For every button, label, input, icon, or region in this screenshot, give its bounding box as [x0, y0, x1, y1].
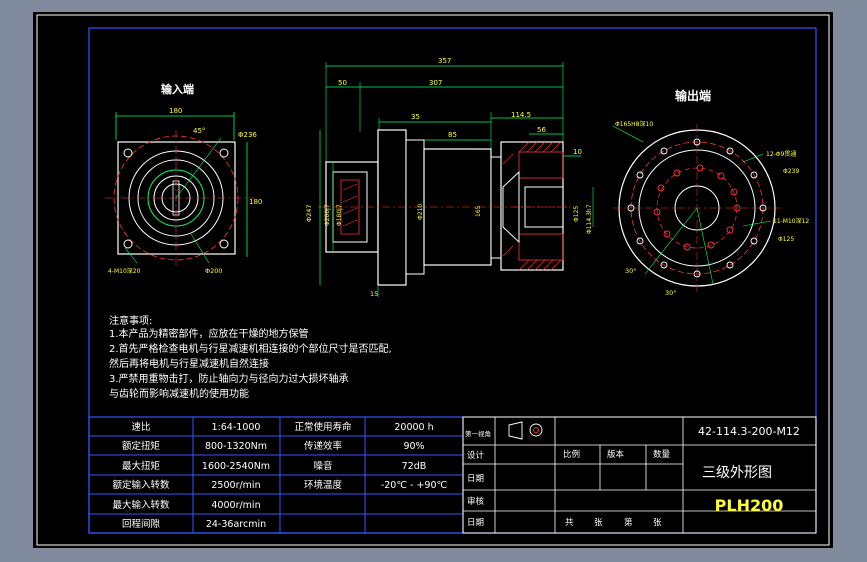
output-outer-dim: Φ165H8深10 [615, 120, 653, 128]
sheet-unit-label: 张 [594, 518, 603, 528]
notes-line: 3.严禁用重物击打，防止轴向力与径向力过大损坏轴承 [109, 372, 349, 385]
side-d2-dim: Φ200j7 [324, 204, 331, 226]
notes-title: 注意事项: [109, 314, 152, 327]
spec-value: 800-1320Nm [205, 441, 267, 452]
spec-value: 72dB [402, 461, 427, 472]
notes-line: 2.首先严格检查电机与行星减速机相连接的个部位尺寸是否匹配, [109, 342, 392, 355]
title-block: 第一视角 42-114.3-200-M12 设计 日期 审核 日期 比例 版本 … [462, 416, 817, 534]
spec-label: 噪音 [313, 460, 332, 472]
drawing-canvas: 输入端 180 180 45° Φ236 4-M10深20 Φ200 [36, 14, 830, 546]
side-output-flange [500, 141, 564, 271]
output-top-holes-dim: 12-Φ9贯通 [766, 150, 796, 158]
output-angle1-dim: 30° [625, 267, 637, 275]
input-holes-dim: 4-M10深20 [108, 267, 141, 275]
side-35-dim: 35 [411, 113, 420, 121]
side-key-dim: 10 [573, 148, 582, 156]
notes-line: 与齿轮而影响减速机的使用功能 [109, 387, 249, 400]
output-end-view: 输出端 Φ165H8深10 12-Φ9贯通 Φ239 11-M10深12 Φ12… [612, 88, 809, 297]
input-end-view: 输入端 180 180 45° Φ236 4-M10深20 Φ200 [105, 82, 262, 275]
spec-label: 额定扭矩 [122, 440, 161, 452]
outer-frame [36, 14, 830, 546]
side-d3-dim: Φ180j7 [336, 204, 343, 226]
input-angle-dim: 45° [193, 127, 205, 135]
spec-value: 4000r/min [211, 500, 260, 511]
spec-label: 正常使用寿命 [294, 421, 352, 433]
side-d4-dim: Φ210 [417, 204, 424, 220]
side-d6-dim: Φ125 [573, 206, 580, 222]
input-bore-dim: Φ200 [205, 267, 223, 275]
side-flange-dim: 50 [338, 79, 347, 87]
drawing-sheet: 输入端 180 180 45° Φ236 4-M10深20 Φ200 [33, 12, 833, 548]
spec-table: 速比 1:64-1000 正常使用寿命 20000 h 额定扭矩 800-132… [88, 416, 464, 534]
output-side-holes-dim: 11-M10深12 [773, 217, 809, 225]
spec-label: 速比 [131, 421, 150, 433]
spec-label: 回程间隙 [122, 518, 161, 530]
spec-value: -20℃ - +90℃ [381, 480, 448, 491]
side-d1-dim: Φ247 [305, 204, 313, 222]
side-square-flange [377, 129, 407, 286]
first-angle-label: 第一视角 [465, 429, 491, 438]
output-angle2-dim: 30° [665, 289, 677, 297]
side-shaft-len-dim: 114.5 [511, 111, 531, 119]
drawing-title: 三级外形图 [702, 465, 772, 481]
review-label: 审核 [467, 496, 485, 507]
output-inner-holes [653, 164, 741, 251]
date-label: 日期 [467, 474, 484, 484]
notes-line: 然后再将电机与行星减速机自然连接 [109, 357, 269, 370]
side-total-dim: 357 [438, 57, 451, 65]
spec-value: 2500r/min [211, 480, 260, 491]
output-pcd2-dim: Φ125 [778, 236, 794, 243]
spec-value: 1600-2540Nm [202, 461, 270, 472]
scale-label: 比例 [563, 449, 580, 460]
side-view: 357 50 307 35 85 114.5 56 10 [305, 57, 594, 298]
side-d5-dim: 165 [475, 205, 482, 217]
side-body-dim: 307 [429, 79, 442, 87]
spec-value: 90% [403, 441, 424, 452]
output-outer-holes [627, 138, 767, 278]
spec-label: 额定输入转数 [112, 479, 170, 491]
version-label: 版本 [607, 449, 625, 460]
spec-label: 最大输入转数 [112, 499, 170, 511]
spec-value: 1:64-1000 [212, 422, 261, 433]
spec-value: 20000 h [394, 422, 433, 433]
notes-block: 注意事项: 1.本产品为精密部件，应放在干燥的地方保管 2.首先严格检查电机与行… [109, 314, 392, 400]
input-height-dim: 180 [249, 198, 262, 206]
notes-line: 1.本产品为精密部件，应放在干燥的地方保管 [109, 327, 309, 340]
output-end-label: 输出端 [675, 88, 711, 103]
side-base-dim: 15 [370, 290, 378, 298]
side-shaft-sub-dim: 56 [537, 126, 546, 134]
spec-label: 传递效率 [304, 440, 343, 452]
design-label: 设计 [467, 450, 485, 461]
total-label: 共 [565, 518, 574, 528]
drawing-code: 42-114.3-200-M12 [698, 425, 800, 438]
input-pcd-dim: Φ236 [238, 131, 257, 139]
page-label: 第 [624, 517, 633, 528]
sheet-unit-label: 张 [653, 518, 662, 528]
quantity-label: 数量 [653, 449, 671, 460]
date-label: 日期 [467, 518, 484, 528]
model-name: PLH200 [715, 496, 784, 515]
spec-value: 24-36arcmin [206, 519, 266, 530]
input-width-dim: 180 [169, 107, 182, 115]
spec-label: 环境温度 [304, 479, 343, 491]
side-d7-dim: Φ114.3h7 [586, 204, 593, 234]
projection-symbol-icon [508, 421, 543, 440]
inner-frame [88, 27, 817, 534]
spec-label: 最大扭矩 [122, 460, 161, 472]
output-pcd1-dim: Φ239 [783, 168, 799, 175]
side-mid-dim: 85 [448, 131, 457, 139]
section-hatch [502, 141, 562, 271]
input-end-label: 输入端 [161, 82, 194, 96]
